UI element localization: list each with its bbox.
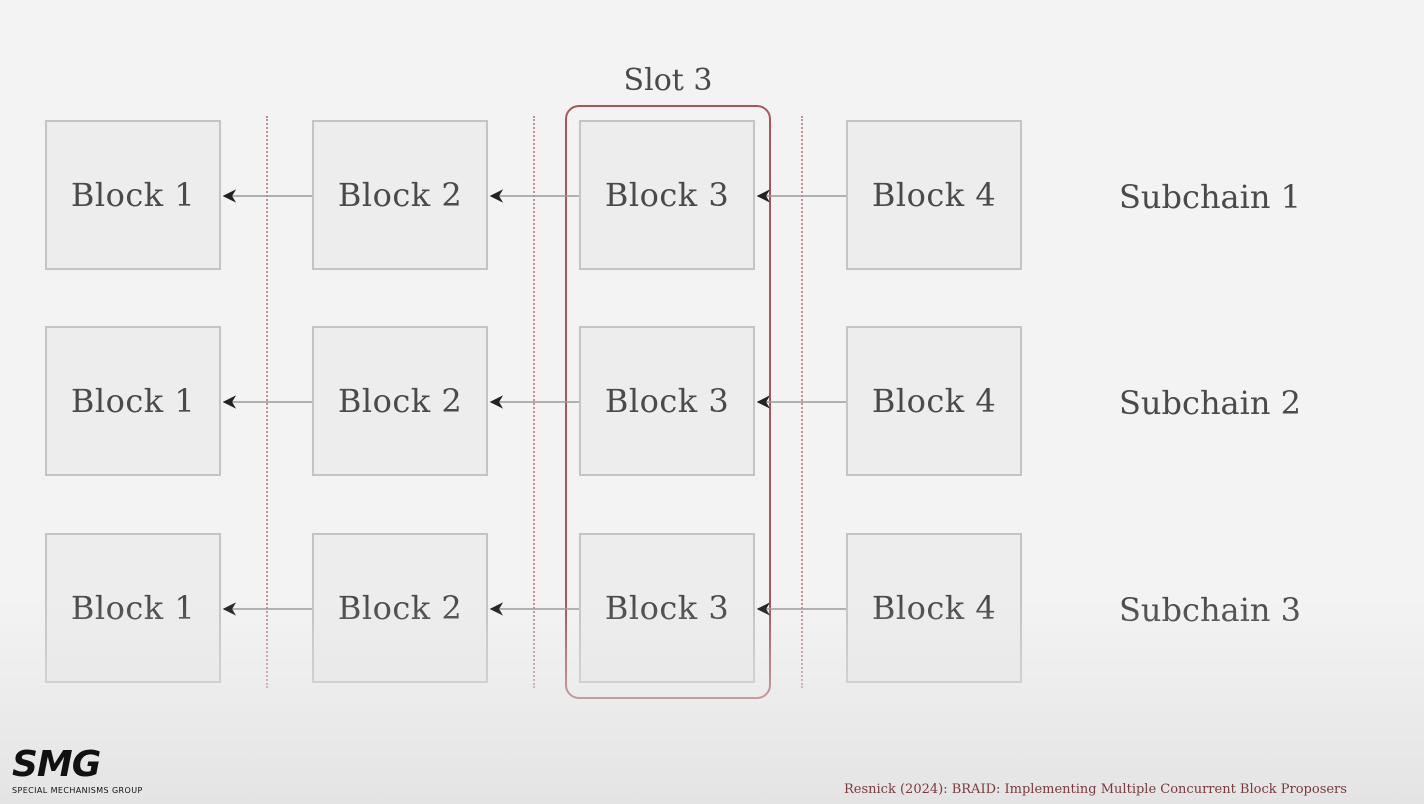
block-subchain-2-slot-2: Block 2 xyxy=(312,326,488,476)
block-subchain-1-slot-1: Block 1 xyxy=(45,120,221,270)
block-subchain-2-slot-3: Block 3 xyxy=(579,326,755,476)
subchain-label: Subchain 2 xyxy=(1119,384,1301,422)
block-subchain-3-slot-2: Block 2 xyxy=(312,533,488,683)
logo-mark: SMG xyxy=(12,744,101,785)
subchain-label: Subchain 1 xyxy=(1119,178,1301,216)
logo-subtitle: SPECIAL MECHANISMS GROUP xyxy=(12,786,143,795)
block-subchain-1-slot-4: Block 4 xyxy=(846,120,1022,270)
slot-title: Slot 3 xyxy=(623,62,713,98)
block-subchain-3-slot-4: Block 4 xyxy=(846,533,1022,683)
smg-logo: SMG SPECIAL MECHANISMS GROUP xyxy=(12,744,198,800)
block-subchain-3-slot-3: Block 3 xyxy=(579,533,755,683)
block-subchain-1-slot-2: Block 2 xyxy=(312,120,488,270)
block-subchain-1-slot-3: Block 3 xyxy=(579,120,755,270)
block-subchain-2-slot-1: Block 1 xyxy=(45,326,221,476)
block-subchain-2-slot-4: Block 4 xyxy=(846,326,1022,476)
subchain-label: Subchain 3 xyxy=(1119,591,1301,629)
block-subchain-3-slot-1: Block 1 xyxy=(45,533,221,683)
citation: Resnick (2024): BRAID: Implementing Mult… xyxy=(844,782,1347,797)
